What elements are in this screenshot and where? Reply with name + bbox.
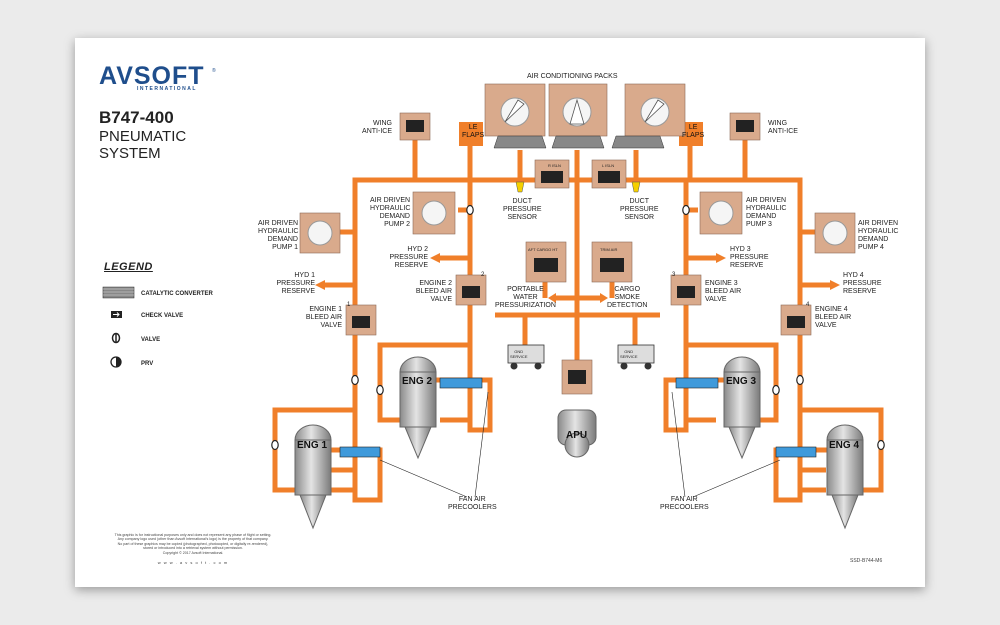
eng3-bleed-label: ENGINE 3 BLEED AIR VALVE (705, 280, 742, 303)
eng1-label: ENG 1 (297, 440, 328, 451)
r-isln-label: R ISLN (548, 163, 561, 168)
logo-subtitle: INTERNATIONAL (137, 86, 197, 92)
footer-line-5: Copyright © 2017 Avsoft International. (162, 550, 224, 555)
hyd2-label: HYD 2 PRESSURE RESERVE (389, 246, 428, 269)
adp3-label: AIR DRIVEN HYDRAULIC DEMAND PUMP 3 (746, 197, 787, 228)
eng2-bleed-label: ENGINE 2 BLEED AIR VALVE (415, 280, 452, 303)
adp2-label: AIR DRIVEN HYDRAULIC DEMAND PUMP 2 (370, 197, 411, 228)
diagram-code: SSD-B744-M6 (850, 558, 883, 564)
trim-air-label: TRIM AIR (600, 247, 618, 252)
engine-1 (294, 424, 332, 530)
valve-number-2: 2 (481, 272, 485, 278)
title-line-1: PNEUMATIC (99, 128, 187, 145)
precoolers (339, 377, 817, 458)
le-flaps-right-label: LE FLAPS (682, 124, 705, 139)
eng2-label: ENG 2 (402, 376, 433, 387)
wing-anti-ice-left: WING ANTI-ICE (362, 120, 392, 135)
hyd4-label: HYD 4 PRESSURE RESERVE (843, 272, 882, 295)
engine-2 (399, 356, 437, 460)
eng1-bleed-label: ENGINE 1 BLEED AIR VALVE (305, 306, 342, 329)
avsoft-logo: AVSOFT (99, 62, 205, 90)
legend-prv: PRV (141, 361, 154, 367)
control-panels (299, 83, 856, 395)
engine-4 (826, 424, 864, 530)
ground-service-carts (507, 344, 655, 370)
ac-packs-label: AIR CONDITIONING PACKS (527, 73, 618, 80)
apu-unit (557, 409, 597, 458)
eng4-bleed-label: ENGINE 4 BLEED AIR VALVE (815, 306, 852, 329)
eng3-label: ENG 3 (726, 376, 757, 387)
valve-number-4: 4 (806, 302, 810, 308)
legend-symbols (102, 286, 135, 368)
fan-air-precoolers-left: FAN AIR PRECOOLERS (448, 496, 497, 511)
logo-trademark: ® (212, 68, 216, 74)
valve-symbols (271, 204, 885, 451)
hyd3-label: HYD 3 PRESSURE RESERVE (730, 246, 769, 269)
footer-line-2: Any company logo used (other than Avsoft… (117, 537, 269, 542)
gnd-text: GND (514, 349, 524, 354)
legend-title: LEGEND (104, 261, 153, 273)
cargo-smoke-label: CARGO SMOKE DETECTION (607, 286, 648, 309)
hyd1-label: HYD 1 PRESSURE RESERVE (276, 272, 315, 295)
legend-check-valve: CHECK VALVE (141, 313, 184, 319)
fan-air-precoolers-right: FAN AIR PRECOOLERS (660, 496, 709, 511)
flow-arrows (315, 253, 840, 303)
valve-number-1: 1 (347, 302, 351, 308)
footer-disclaimer: This graphic is for instructional purpos… (93, 533, 293, 555)
le-flaps-left-label: LE FLAPS (462, 124, 485, 139)
apu-label: APU (566, 430, 588, 441)
adp4-label: AIR DRIVEN HYDRAULIC DEMAND PUMP 4 (858, 220, 899, 251)
adp1-label: AIR DRIVEN HYDRAULIC DEMAND PUMP 1 (258, 220, 299, 251)
service-text: SERVICE (620, 354, 638, 359)
duct-sensor-left: DUCT PRESSURE SENSOR (503, 198, 542, 221)
footer-line-1: This graphic is for instructional purpos… (114, 533, 272, 537)
legend-valve: VALVE (141, 337, 161, 343)
wing-anti-ice-right: WING ANTI-ICE (768, 120, 798, 135)
diagram-model: B747-400 (99, 108, 174, 127)
footer-website: w w w . a v s o f t . c o m (157, 560, 229, 565)
valve-number-3: 3 (672, 272, 676, 278)
gnd-text: GND (624, 349, 634, 354)
l-isln-label: L ISLN (602, 163, 615, 168)
portable-water-label: PORTABLE WATER PRESSURIZATION (495, 286, 556, 309)
engine-3 (723, 356, 761, 460)
duct-sensor-right: DUCT PRESSURE SENSOR (620, 198, 659, 221)
leader-lines (379, 391, 781, 498)
footer-line-4: stored or introduced into a retrieval sy… (143, 546, 243, 551)
aft-cargo-ht-label: AFT CARGO HT (528, 247, 558, 252)
eng4-label: ENG 4 (829, 440, 860, 451)
service-text: SERVICE (510, 354, 528, 359)
title-line-2: SYSTEM (99, 145, 161, 162)
legend-catalytic-converter: CATALYTIC CONVERTER (141, 291, 213, 297)
footer-line-3: No part of these graphics may be copied … (117, 541, 269, 546)
